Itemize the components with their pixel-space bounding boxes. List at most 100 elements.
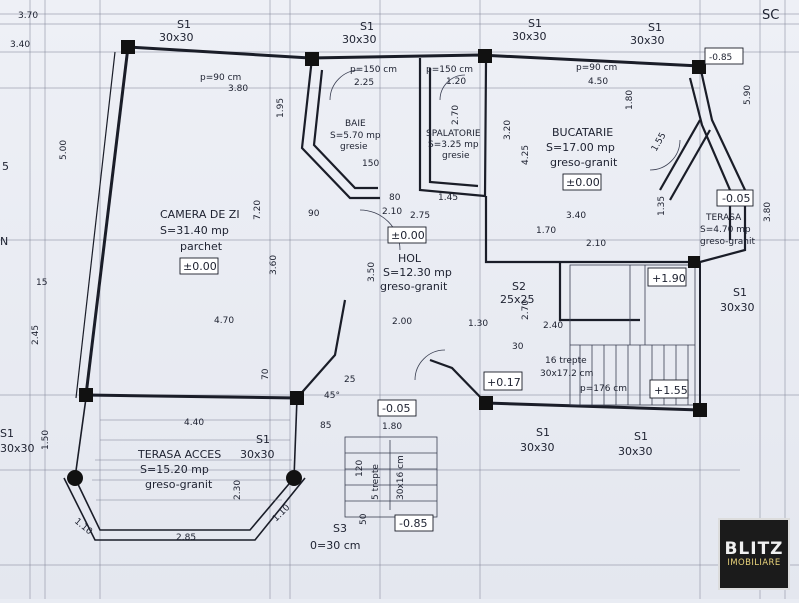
dim-p90b: p=90 cm — [576, 63, 617, 73]
dim-p90: p=90 cm — [200, 73, 241, 83]
s1-size-4: 30x30 — [630, 34, 665, 47]
dim-210b: 2.10 — [586, 239, 606, 249]
room-baie: BAIE S=5.70 mp gresie — [330, 119, 381, 152]
entry-steps-count: 5 trepte — [371, 464, 381, 500]
room-baie-area: S=5.70 mp — [330, 131, 381, 141]
room-spalatorie: SPALATORIE S=3.25 mp gresie — [426, 129, 481, 161]
edge-labels: SC N S1 30x30 5 15 — [0, 8, 779, 455]
entry-steps-size: 30x16 cm — [396, 455, 406, 500]
edge-15: 15 — [36, 278, 47, 288]
room-camera: CAMERA DE ZI S=31.40 mp parchet ±0.00 — [160, 208, 240, 273]
dim-370: 3.70 — [18, 11, 38, 21]
s1-label-7: S1 — [536, 426, 550, 439]
room-bucatarie-level: ±0.00 — [566, 176, 600, 189]
room-terasa-level: -0.05 — [722, 192, 750, 205]
dim-50: 50 — [359, 513, 369, 525]
dim-240: 2.40 — [543, 321, 563, 331]
edge-s1: S1 — [0, 427, 14, 440]
dim-120b: 120 — [355, 460, 365, 477]
room-hol: ±0.00 HOL S=12.30 mp greso-granit — [380, 229, 452, 293]
s1-size-3: 30x30 — [512, 30, 547, 43]
s2-label: S2 — [512, 280, 526, 293]
room-camera-level: ±0.00 — [183, 260, 217, 273]
level-labels: +1.90 +1.55 +0.17 -0.05 -0.85 -0.85 — [382, 53, 732, 530]
s1-label-4: S1 — [648, 21, 662, 34]
room-spalatorie-finish: gresie — [442, 151, 470, 161]
level-minus-085-bottom: -0.85 — [399, 517, 427, 530]
room-baie-name: BAIE — [345, 119, 366, 129]
column-markers — [67, 40, 707, 486]
stairs-labels: 16 trepte 30x17.2 cm p=176 cm 5 trepte 3… — [371, 356, 627, 500]
dim-380: 3.80 — [228, 84, 248, 94]
column-labels: S1 30x30 S1 30x30 S1 30x30 S1 30x30 S1 3… — [159, 17, 755, 552]
s1-size-1: 30x30 — [159, 31, 194, 44]
s1-size-8: 30x30 — [618, 445, 653, 458]
dim-p150b: p=150 cm — [426, 65, 473, 75]
dim-130: 1.30 — [468, 319, 488, 329]
room-spalatorie-name: SPALATORIE — [426, 129, 481, 139]
logo-line-2: IMOBILIARE — [727, 558, 781, 568]
dim-350: 3.50 — [367, 262, 377, 282]
edge-5: 5 — [2, 160, 9, 173]
dim-245: 2.45 — [31, 325, 41, 345]
room-terasa-name: TERASA — [705, 213, 742, 223]
entry-steps — [344, 436, 438, 518]
dim-80: 80 — [389, 193, 401, 203]
room-spalatorie-area: S=3.25 mp — [428, 140, 479, 150]
dim-195: 1.95 — [276, 98, 286, 118]
logo-line-1: BLITZ — [724, 539, 784, 559]
terrace-outline — [63, 397, 306, 541]
dim-180a: 1.80 — [625, 90, 635, 110]
room-terasa: -0.05 TERASA S=4.70 mp greso-granit — [700, 192, 755, 247]
dim-110b: 1.10 — [271, 503, 292, 524]
room-camera-name: CAMERA DE ZI — [160, 208, 240, 221]
edge-sc: SC — [762, 8, 779, 23]
dim-120: 1.20 — [446, 77, 466, 87]
room-bucatarie-finish: greso-granit — [550, 156, 618, 169]
stairs-width: p=176 cm — [580, 384, 627, 394]
dim-450: 4.50 — [588, 77, 608, 87]
dim-320: 3.20 — [503, 120, 513, 140]
s1-size-2: 30x30 — [342, 33, 377, 46]
s1-size-7: 30x30 — [520, 441, 555, 454]
room-bucatarie-name: BUCATARIE — [552, 126, 613, 139]
dim-180b: 1.80 — [382, 422, 402, 432]
room-hol-area: S=12.30 mp — [383, 266, 452, 279]
room-bucatarie: BUCATARIE S=17.00 mp greso-granit ±0.00 — [546, 126, 618, 189]
dim-720: 7.20 — [253, 200, 263, 220]
level-plus-190: +1.90 — [652, 272, 686, 285]
dim-230: 2.30 — [233, 480, 243, 500]
level-plus-017: +0.17 — [487, 376, 521, 389]
dim-145: 1.45 — [438, 193, 458, 203]
dim-425: 4.25 — [521, 145, 531, 165]
dim-225: 2.25 — [354, 78, 374, 88]
s1-label-6: S1 — [256, 433, 270, 446]
level-minus-005: -0.05 — [382, 402, 410, 415]
room-hol-name: HOL — [398, 252, 422, 265]
dim-85: 85 — [320, 421, 331, 431]
s1-size-5: 30x30 — [720, 301, 755, 314]
dim-200: 2.00 — [392, 317, 412, 327]
level-boxes — [179, 47, 754, 532]
dim-p150a: p=150 cm — [350, 65, 397, 75]
dim-380b: 3.80 — [763, 202, 773, 222]
dim-70: 70 — [261, 368, 271, 380]
dim-135: 1.35 — [657, 196, 667, 216]
dim-30: 30 — [512, 342, 524, 352]
dim-285: 2.85 — [176, 533, 196, 543]
s1-label-2: S1 — [360, 20, 374, 33]
dim-590: 5.90 — [743, 85, 753, 105]
edge-30: 30x30 — [0, 442, 35, 455]
room-terasa-acces: TERASA ACCES S=15.20 mp greso-granit — [137, 448, 221, 491]
s3-size: 0=30 cm — [310, 539, 360, 552]
room-baie-finish: gresie — [340, 142, 368, 152]
door-swings — [329, 69, 681, 381]
dim-470: 4.70 — [214, 316, 234, 326]
room-camera-area: S=31.40 mp — [160, 224, 229, 237]
room-terasa-acces-finish: greso-granit — [145, 478, 213, 491]
dim-275: 2.75 — [410, 211, 430, 221]
edge-n: N — [0, 235, 8, 248]
dim-150: 150 — [362, 159, 379, 169]
